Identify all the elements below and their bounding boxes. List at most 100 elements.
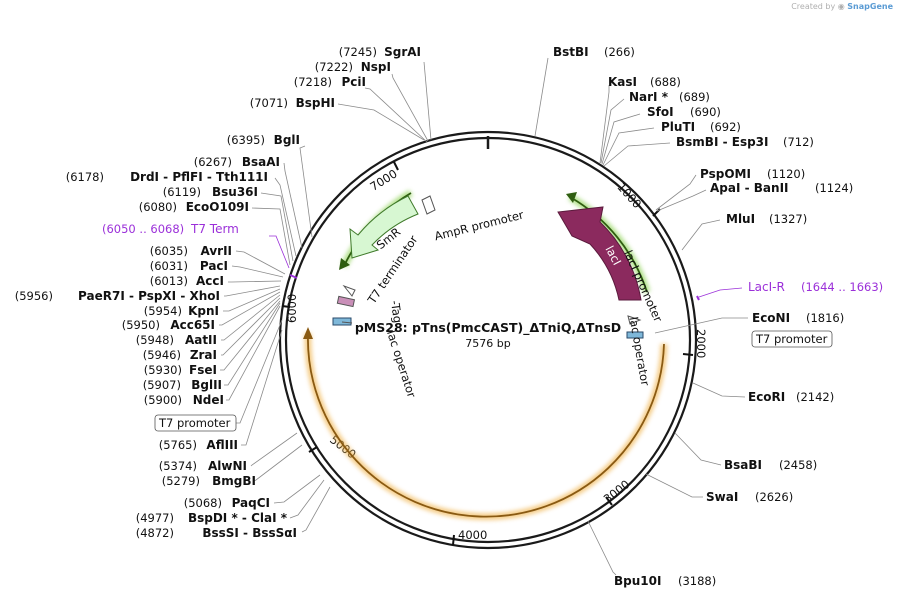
site-name: BglII bbox=[191, 378, 222, 392]
site-name: AflIII bbox=[206, 438, 238, 452]
site-name: BsaBI bbox=[724, 458, 762, 472]
left-site-labels: (7245) SgrAI (7222) NspI (7218) PciI (70… bbox=[15, 45, 421, 540]
plasmid-length: 7576 bp bbox=[465, 337, 510, 350]
site-name: NdeI bbox=[193, 393, 224, 407]
site-pos: (5946) bbox=[143, 348, 181, 362]
site-name: BstBI bbox=[553, 45, 589, 59]
site-pos: (7245) bbox=[339, 45, 377, 59]
small-features bbox=[332, 195, 644, 339]
site-name: KasI bbox=[608, 75, 637, 89]
ruler-label-7000: 7000 bbox=[367, 166, 399, 193]
site-pos: (7222) bbox=[315, 60, 353, 74]
snapgene-logo-icon: ◉ bbox=[837, 2, 845, 11]
site-pos: (5068) bbox=[184, 496, 222, 510]
site-pos: (1816) bbox=[806, 311, 844, 325]
site-name: BspHI bbox=[296, 96, 335, 110]
T7-promoter-right-label: T7 promoter bbox=[755, 332, 828, 346]
site-name: Acc65I bbox=[170, 318, 215, 332]
site-name: DrdI - PflFI - Tth111I bbox=[130, 170, 268, 184]
site-pos: (689) bbox=[679, 90, 710, 104]
site-pos: (712) bbox=[783, 135, 814, 149]
site-pos: (6395) bbox=[227, 133, 265, 147]
site-pos: (266) bbox=[604, 45, 635, 59]
site-name: BsmBI - Esp3I bbox=[676, 135, 768, 149]
site-pos: (1124) bbox=[815, 181, 853, 195]
site-pos: (5900) bbox=[144, 393, 182, 407]
site-name: EcoRI bbox=[748, 390, 785, 404]
site-pos: (6035) bbox=[150, 244, 188, 258]
site-pos: (5950) bbox=[122, 318, 160, 332]
ruler-label-3000: 3000 bbox=[601, 477, 633, 506]
site-name: Bsu36I bbox=[212, 185, 258, 199]
site-pos: (5374) bbox=[159, 459, 197, 473]
site-pos: (2626) bbox=[755, 490, 793, 504]
site-pos: (3188) bbox=[678, 574, 716, 588]
T7-Term-marker bbox=[289, 274, 298, 279]
site-name: SfoI bbox=[647, 105, 674, 119]
site-pos: (688) bbox=[650, 75, 681, 89]
site-name: ZraI bbox=[190, 348, 217, 362]
site-pos: (5907) bbox=[143, 378, 181, 392]
orange-feature-arc bbox=[303, 327, 668, 521]
site-pos: (5954) bbox=[144, 304, 182, 318]
site-name: AlwNI bbox=[208, 459, 247, 473]
plasmid-name: pMS28: pTns(PmcCAST)_ΔTniQ,ΔTnsD bbox=[355, 320, 621, 336]
site-pos: (690) bbox=[690, 105, 721, 119]
site-pos: (4872) bbox=[136, 526, 174, 540]
site-pos: (5930) bbox=[144, 363, 182, 377]
credit-brand: SnapGene bbox=[847, 2, 893, 11]
T7-Term-label: T7 Term bbox=[190, 222, 239, 236]
ruler-label-6000: 6000 bbox=[285, 294, 299, 323]
lac-operator-right-label: lac operator bbox=[626, 316, 652, 387]
site-name: PluTI bbox=[661, 120, 695, 134]
site-pos: (5765) bbox=[159, 438, 197, 452]
ruler-label-4000: 4000 bbox=[458, 528, 487, 542]
site-name: PciI bbox=[342, 75, 367, 89]
site-name: AccI bbox=[196, 274, 224, 288]
lac-operator-left-label: lac operator bbox=[384, 329, 419, 400]
site-name: BmgBI bbox=[212, 474, 256, 488]
site-name: ApaI - BanII bbox=[710, 181, 789, 195]
site-pos: (7071) bbox=[250, 96, 288, 110]
site-name: MluI bbox=[726, 212, 755, 226]
LacI-R-label: LacI-R bbox=[748, 280, 785, 294]
T7-Term-range: (6050 .. 6068) bbox=[102, 222, 184, 236]
SmR-feature-arrow bbox=[349, 195, 419, 259]
site-name: AvrII bbox=[200, 244, 232, 258]
site-pos: (6080) bbox=[139, 200, 177, 214]
site-name: BspDI * - ClaI * bbox=[188, 511, 288, 525]
site-pos: (1120) bbox=[767, 167, 805, 181]
site-pos: (6267) bbox=[194, 155, 232, 169]
site-pos: (1327) bbox=[769, 212, 807, 226]
site-name: BglI bbox=[274, 133, 300, 147]
AmpR-promoter-label: AmpR promoter bbox=[433, 207, 525, 243]
lacI-outer-arc bbox=[566, 192, 651, 294]
right-site-labels: BstBI (266) KasI (688) NarI * (689) SfoI… bbox=[553, 45, 853, 588]
ruler-label-2000: 2000 bbox=[694, 329, 708, 358]
site-pos: (692) bbox=[710, 120, 741, 134]
site-name: FseI bbox=[189, 363, 217, 377]
right-leader-lines bbox=[534, 57, 748, 576]
site-name: BsaAI bbox=[242, 155, 280, 169]
site-name: SgrAI bbox=[384, 45, 421, 59]
LacI-R-leader bbox=[698, 287, 743, 298]
T7-promoter-left-label: T7 promoter bbox=[158, 416, 231, 430]
site-pos: (2142) bbox=[796, 390, 834, 404]
site-pos: (5948) bbox=[136, 333, 174, 347]
site-pos: (6178) bbox=[66, 170, 104, 184]
site-name: SwaI bbox=[706, 490, 738, 504]
site-name: KpnI bbox=[188, 304, 219, 318]
site-pos: (6013) bbox=[150, 274, 188, 288]
site-name: AatII bbox=[185, 333, 217, 347]
LacI-R-marker bbox=[696, 295, 700, 301]
site-pos: (6031) bbox=[150, 259, 188, 273]
backbone-outer-ring bbox=[278, 130, 698, 550]
credit-prefix: Created by bbox=[791, 2, 836, 11]
site-name: PacI bbox=[200, 259, 228, 273]
site-name: NarI * bbox=[629, 90, 669, 104]
site-name: PspOMI bbox=[700, 167, 751, 181]
site-name: PaeR7I - PspXI - XhoI bbox=[78, 289, 220, 303]
T7-promoter-left-box bbox=[154, 414, 237, 432]
site-name: EcoNI bbox=[752, 311, 790, 325]
